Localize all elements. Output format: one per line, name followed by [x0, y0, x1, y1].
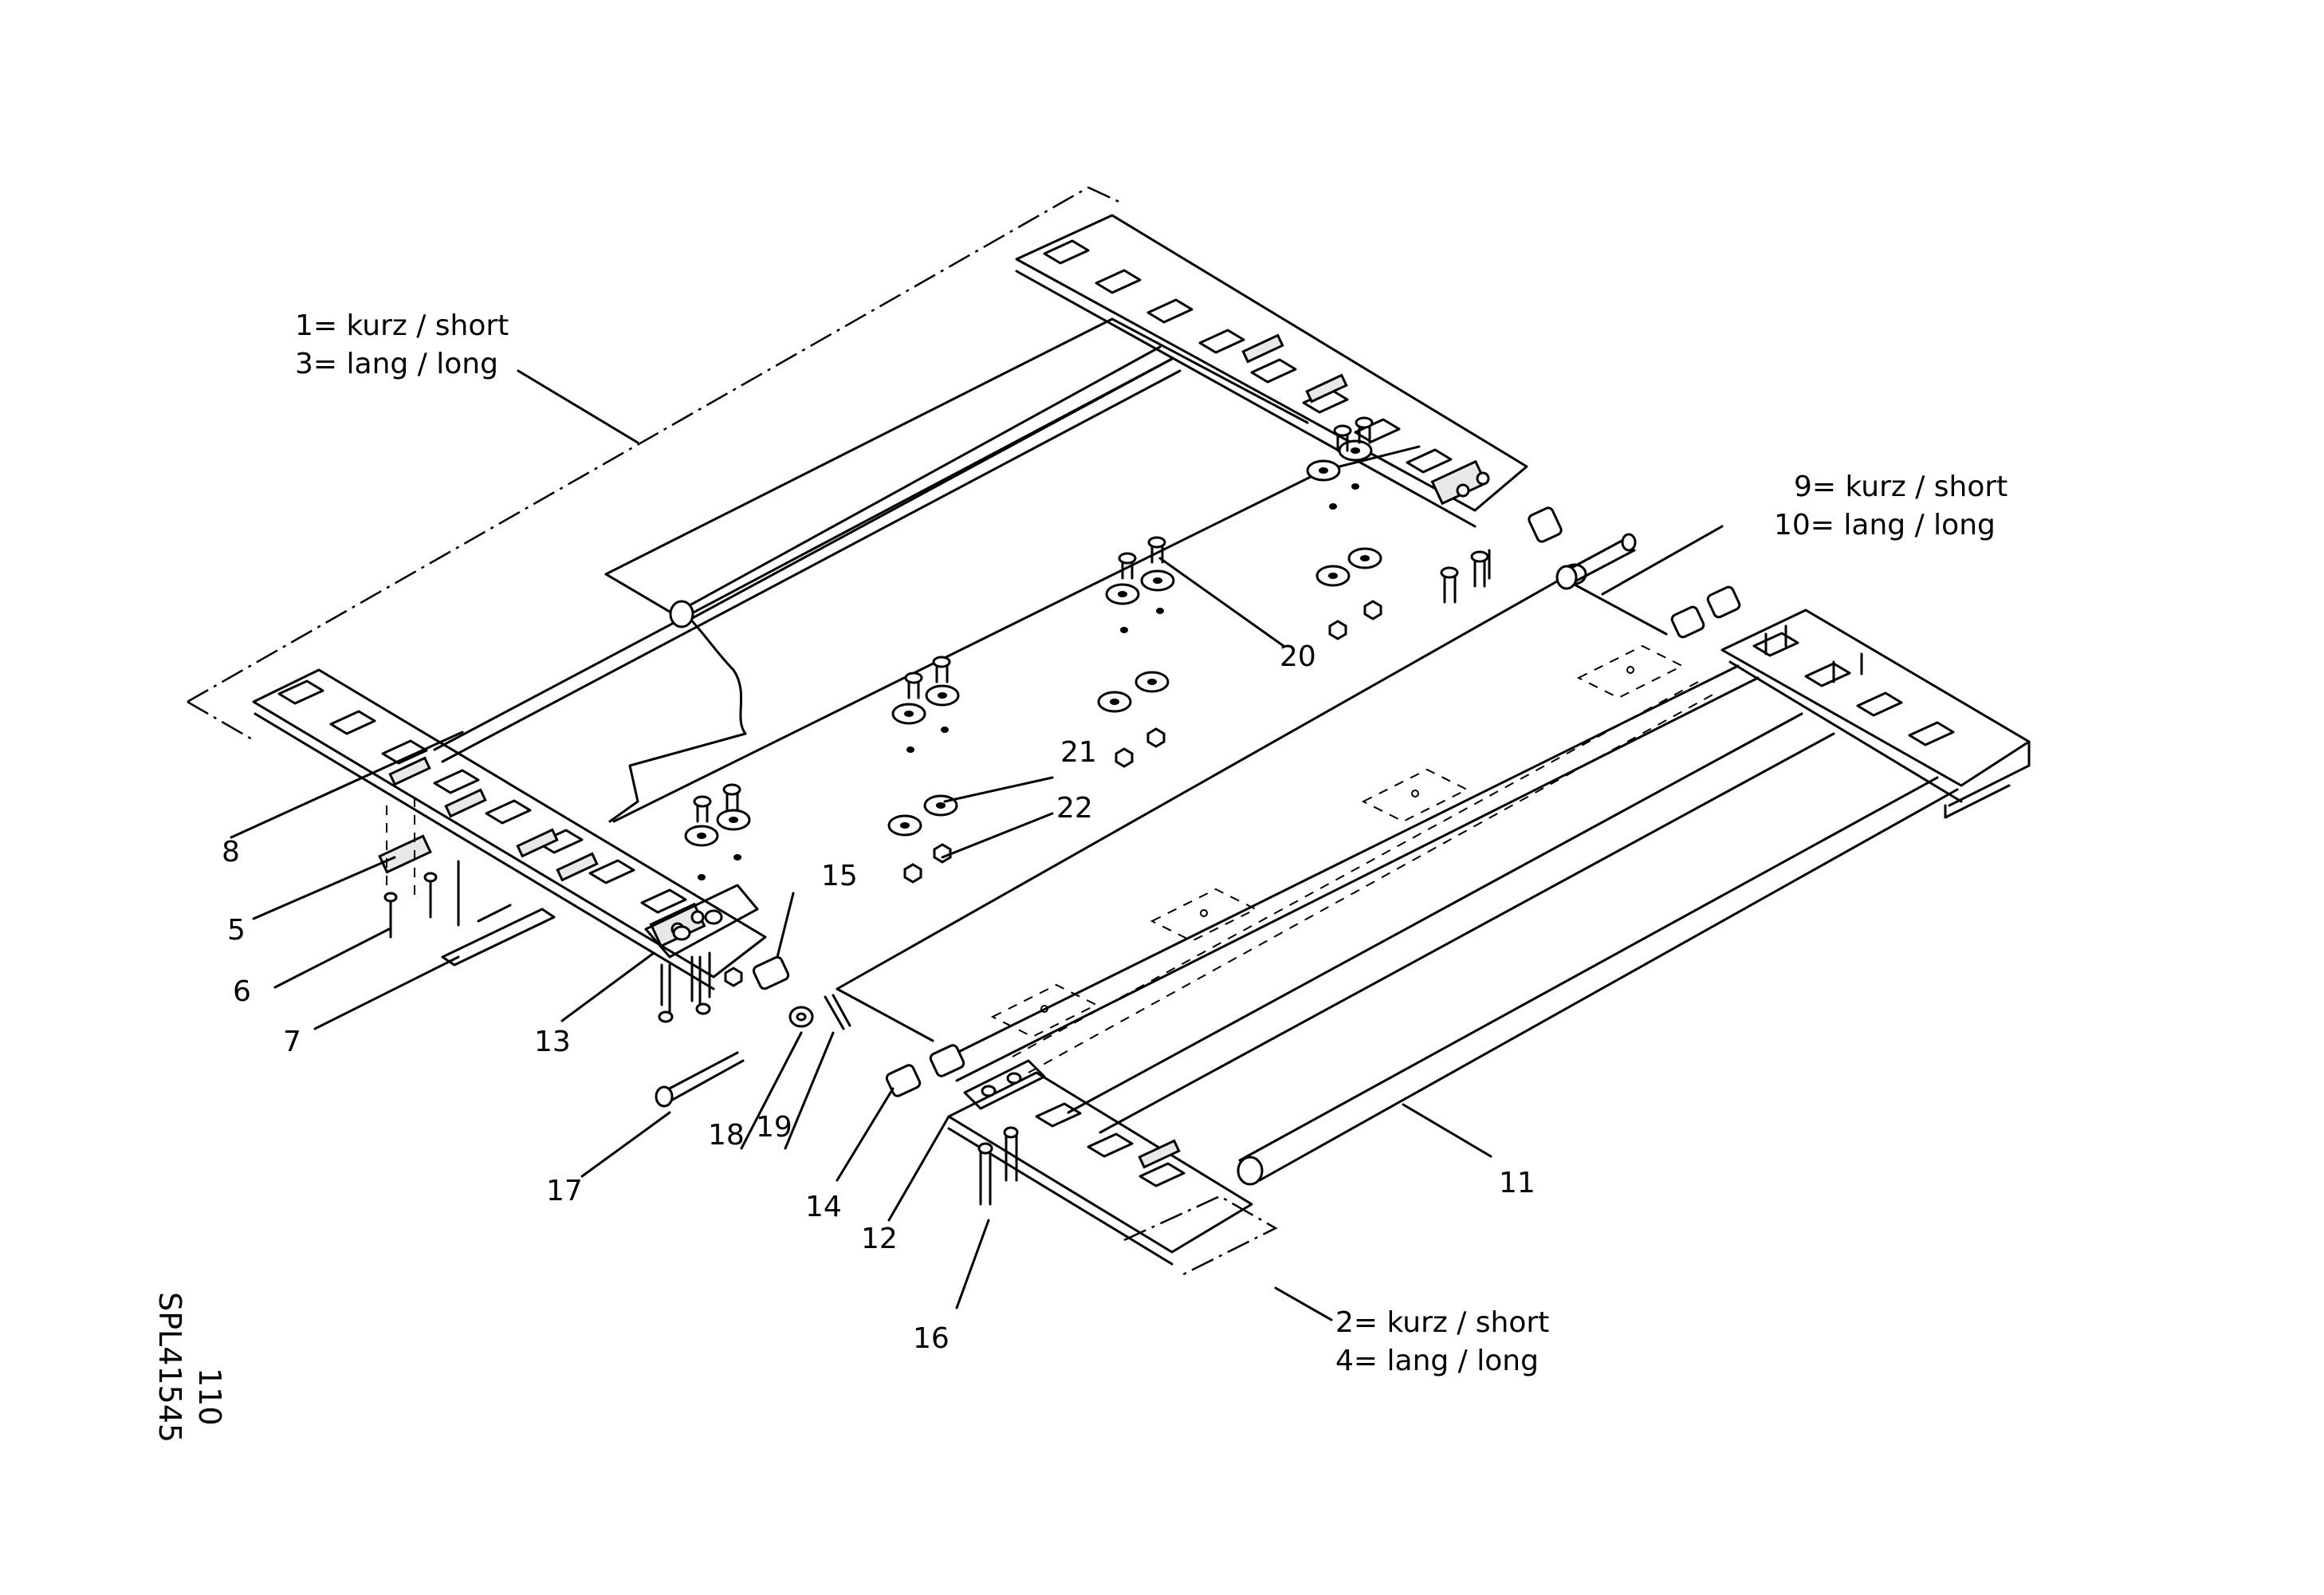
- part-label-8: 8: [222, 836, 240, 868]
- pin-19: [824, 994, 851, 1030]
- lower-right-chain: [1720, 608, 2031, 819]
- upper-right-chain: [1015, 214, 1528, 528]
- part-label-21: 21: [1060, 736, 1097, 769]
- callout-2: 2= kurz / short: [1335, 1306, 1549, 1339]
- callout-9: 9= kurz / short: [1794, 471, 2007, 503]
- washer-set: [1306, 416, 1374, 510]
- sheet-number: 110: [192, 1368, 227, 1426]
- bushing-15: [752, 955, 790, 990]
- part-label-5: 5: [227, 914, 246, 947]
- part-label-13: 13: [534, 1026, 571, 1058]
- part-number-labels: 8 5 6 7 13 15 20 21 22 17 18 19 14 12 16…: [222, 640, 1536, 1355]
- bushing-14: [885, 1044, 965, 1097]
- part-label-15: 15: [821, 860, 858, 892]
- part-label-20: 20: [1280, 640, 1316, 673]
- washer-set: [1315, 547, 1382, 640]
- part-label-19: 19: [756, 1111, 792, 1144]
- lower-assembly: [836, 533, 2031, 1278]
- washer-set: [684, 783, 751, 880]
- part-label-16: 16: [913, 1322, 950, 1355]
- rods: [939, 664, 1959, 1186]
- hinge-plate-12: [963, 1059, 1046, 1206]
- washers-upper: [684, 416, 1382, 884]
- lower-left-chain: [947, 1071, 1278, 1278]
- part-label-17: 17: [546, 1175, 583, 1207]
- bolts-upper-right: [1440, 506, 1587, 604]
- part-label-18: 18: [708, 1119, 745, 1152]
- callout-3: 3= lang / long: [295, 348, 498, 380]
- parts-5-6-7: [378, 798, 556, 967]
- part-label-7: 7: [283, 1026, 301, 1058]
- part-label-22: 22: [1056, 792, 1093, 825]
- washer-set: [1105, 536, 1175, 633]
- part-label-11: 11: [1499, 1167, 1536, 1199]
- drawing-reference: SPL41545 110: [152, 1292, 227, 1443]
- drawing-number: SPL41545: [152, 1292, 187, 1443]
- callout-4: 4= lang / long: [1335, 1345, 1539, 1377]
- washer-set: [887, 794, 958, 884]
- part-label-12: 12: [861, 1223, 898, 1255]
- hinge-plate-13: [644, 884, 759, 1023]
- callout-1: 1= kurz / short: [295, 309, 509, 342]
- washer-set: [891, 656, 960, 753]
- leader-lines: [230, 369, 1724, 1321]
- washer-set: [1097, 671, 1170, 768]
- callout-10: 10= lang / long: [1774, 509, 1996, 542]
- bolt-with-washer: [1555, 533, 1637, 590]
- pin-17: [655, 1051, 745, 1108]
- part-label-14: 14: [805, 1191, 842, 1223]
- upper-sheet: [433, 317, 1421, 823]
- mounting-plates: [990, 644, 1685, 1038]
- upper-assembly: [187, 186, 1587, 1108]
- washer-18: [788, 1006, 814, 1028]
- callout-labels: 1= kurz / short 3= lang / long 9= kurz /…: [295, 309, 2007, 1377]
- part-label-6: 6: [233, 975, 251, 1008]
